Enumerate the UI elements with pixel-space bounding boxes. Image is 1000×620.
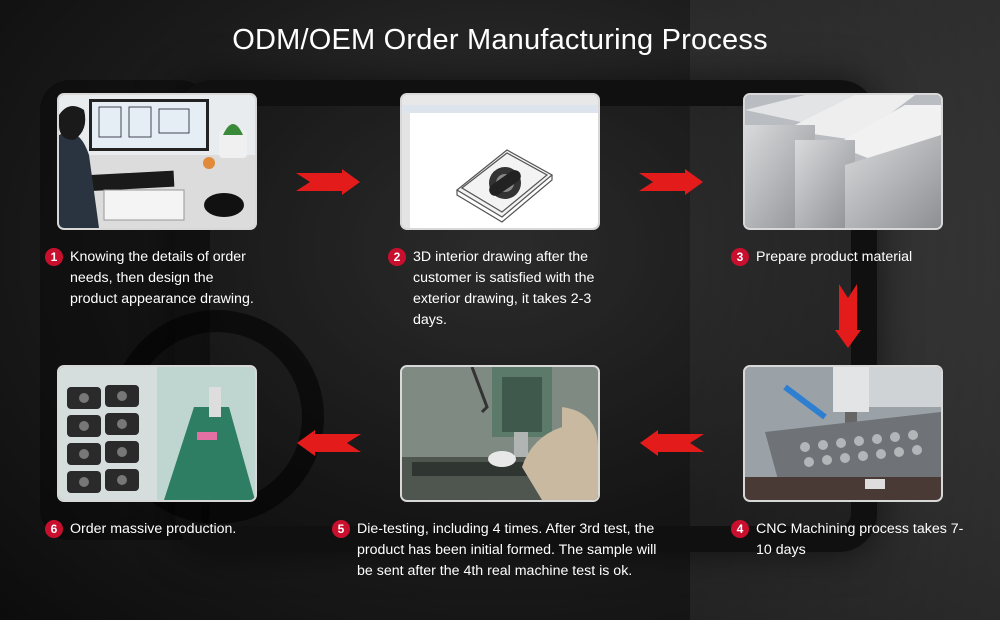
step-description: Knowing the details of order needs, then… [70, 249, 254, 307]
arrow-left-icon [297, 430, 361, 456]
step-6: 6 Order massive production. [45, 519, 285, 540]
step-number-badge: 1 [45, 248, 63, 266]
step-description: CNC Machining process takes 7-10 days [756, 521, 964, 558]
step-number-badge: 4 [731, 520, 749, 538]
arrow-right-icon [296, 169, 360, 195]
step-1: 1 Knowing the details of order needs, th… [45, 247, 255, 310]
step-description: 3D interior drawing after the customer i… [413, 249, 595, 328]
step-4: 4 CNC Machining process takes 7-10 days [731, 519, 971, 561]
step-2: 2 3D interior drawing after the customer… [388, 247, 613, 331]
designer-at-computer-photo [57, 93, 257, 230]
arrow-right-icon [639, 169, 703, 195]
step-3: 3 Prepare product material [731, 247, 971, 268]
arrow-left-icon [640, 430, 704, 456]
step-number-badge: 5 [332, 520, 350, 538]
die-testing-photo [400, 365, 600, 502]
production-line-photo [57, 365, 257, 502]
step-number-badge: 2 [388, 248, 406, 266]
arrow-down-icon [835, 284, 861, 348]
cnc-machine-photo [743, 365, 943, 502]
step-number-badge: 3 [731, 248, 749, 266]
step-5: 5 Die-testing, including 4 times. After … [332, 519, 662, 582]
aluminum-blocks-photo [743, 93, 943, 230]
page-title: ODM/OEM Order Manufacturing Process [232, 24, 768, 56]
step-description: Order massive production. [70, 521, 237, 537]
step-number-badge: 6 [45, 520, 63, 538]
3d-cad-model-screenshot [400, 93, 600, 230]
step-description: Die-testing, including 4 times. After 3r… [357, 521, 657, 579]
step-description: Prepare product material [756, 249, 913, 265]
